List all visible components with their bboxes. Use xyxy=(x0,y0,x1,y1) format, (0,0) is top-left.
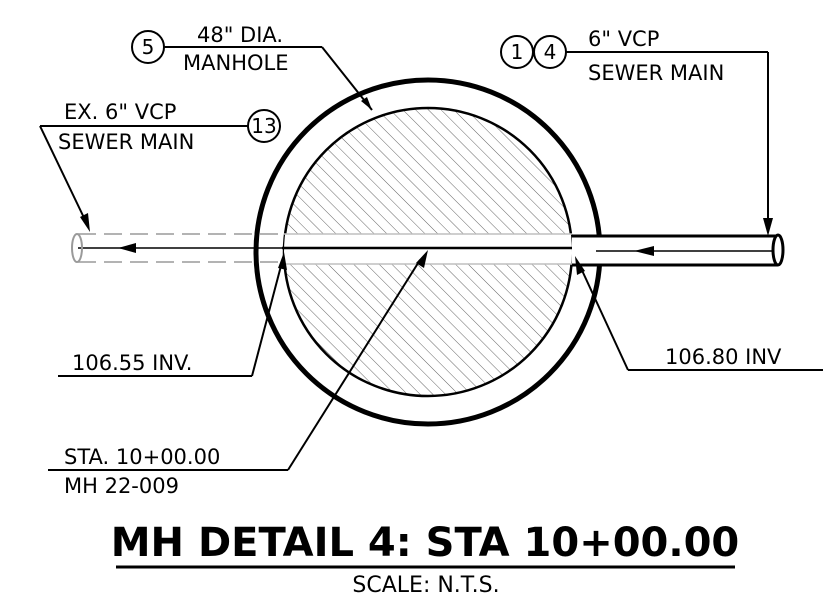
incoming-pipe-leader xyxy=(500,35,773,236)
station-label: STA. 10+00.00 xyxy=(64,445,220,469)
outgoing-pipe-type-label: SEWER MAIN xyxy=(58,130,194,154)
station-leader xyxy=(48,250,428,471)
inlet-invert-leader xyxy=(575,256,823,371)
outlet-invert-leader xyxy=(58,252,287,377)
incoming-pipe-size-label: 6" VCP xyxy=(588,27,659,51)
incoming-callout-b: 4 xyxy=(544,40,557,64)
outgoing-pipe-size-label: EX. 6" VCP xyxy=(64,100,176,124)
inlet-invert-label: 106.80 INV xyxy=(665,345,782,369)
scale-note: SCALE: N.T.S. xyxy=(352,573,499,598)
outlet-invert-label: 106.55 INV. xyxy=(72,351,192,375)
manhole-type-label: MANHOLE xyxy=(183,51,288,75)
manhole-callout-number: 5 xyxy=(142,35,155,59)
detail-title: MH DETAIL 4: STA 10+00.00 xyxy=(111,520,740,566)
outgoing-pipe-leader xyxy=(39,109,281,232)
outgoing-callout-number: 13 xyxy=(251,114,276,138)
incoming-callout-a: 1 xyxy=(511,40,524,64)
incoming-pipe-type-label: SEWER MAIN xyxy=(588,61,724,85)
manhole-size-label: 48" DIA. xyxy=(197,23,283,47)
manhole-id-label: MH 22-009 xyxy=(64,474,179,498)
manhole-leader xyxy=(131,30,373,111)
existing-outlet-pipe xyxy=(71,233,282,263)
new-inlet-pipe xyxy=(572,233,785,267)
